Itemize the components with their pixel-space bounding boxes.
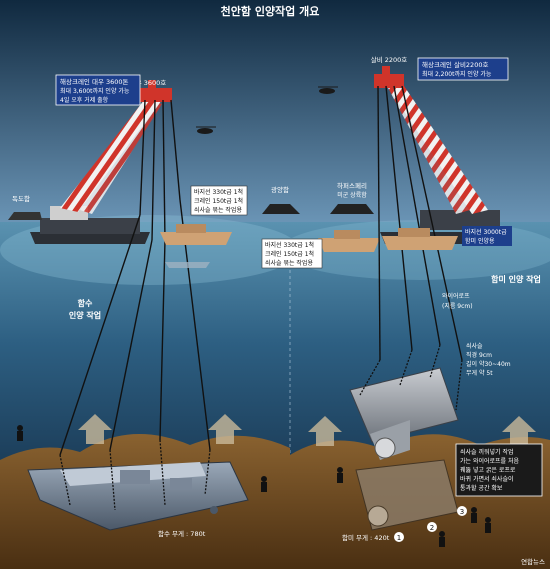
diver-icon <box>261 476 267 492</box>
left-barge-box-line3: 쇠사슬 묶는 작업용 <box>194 206 242 214</box>
left-barge-box-line1: 바지선 330t급 1척 <box>194 188 243 196</box>
stern-section-label: 함미 인양 작업 <box>491 274 541 284</box>
page-title: 천안함 인양작업 개요 <box>221 4 320 18</box>
bow-weight: 함수 무게 : 780t <box>158 529 206 538</box>
right-barge-label-line1: 바지선 3000t급 <box>465 228 507 236</box>
right-crane-box-line1: 해상크레인 살비2200호 <box>422 60 488 69</box>
dokdo-ship <box>8 212 42 220</box>
stern-chains <box>359 344 463 411</box>
diver-icon <box>17 425 23 441</box>
step-marker-2: 2 <box>427 522 437 532</box>
right-barge-label-line2: 함미 인양용 <box>465 237 495 245</box>
center-barge <box>318 230 380 252</box>
bow-chains <box>59 439 211 511</box>
step-3-number: 3 <box>460 508 464 516</box>
left-crane-box-line1: 해상크레인 대우 3600톤 <box>60 77 129 86</box>
left-floating-crane <box>30 80 172 244</box>
helicopter-icon <box>196 126 216 134</box>
harpers-ferry-ship <box>330 204 374 214</box>
diver-icon <box>471 507 477 523</box>
chain-insertion-info-box: 쇠사슬 끼워넣기 작업 가는 와이어로프를 처음 꿰뚫 넣고 굵은 로프로 바뀌… <box>455 443 543 497</box>
wire-rope-label: 와이어로프 <box>442 292 470 300</box>
left-crane-box-line2: 최대 3,600t까지 인양 가능 <box>60 87 130 95</box>
chain-spec-line1: 쇠사슬 <box>466 342 483 350</box>
harpers-ferry-label: 하퍼스페리 <box>337 181 367 190</box>
left-crane-box-line3: 4일 오후 거제 출항 <box>60 96 109 104</box>
step-1-number: 1 <box>397 534 401 542</box>
center-barge-info-box: 바지선 330t급 1척 크레인 150t급 1척 쇠사슬 묶는 작업용 <box>261 238 323 269</box>
diver-icon <box>337 467 343 483</box>
right-crane-name: 살비 2200호 <box>371 55 408 64</box>
bow-section-label-1: 함수 <box>78 298 93 308</box>
chain-spec-line2: 직경 9cm <box>466 352 492 359</box>
info-box-line5: 통과할 공간 확보 <box>460 484 503 492</box>
info-box-line4: 바뀌 가면서 쇠사슬이 <box>460 475 514 483</box>
center-barge-box-line2: 크레인 150t급 1척 <box>265 250 314 258</box>
chain-spec-line4: 무게 약 5t <box>466 369 493 377</box>
gwangyang-label: 광양함 <box>271 185 289 194</box>
bow-section-label-2: 인양 작업 <box>69 310 101 320</box>
stern-hull-upper <box>349 367 459 460</box>
center-barge-box-line1: 바지선 330t급 1척 <box>265 241 314 249</box>
stern-hull-lower <box>355 459 459 531</box>
helicopter-icon <box>318 86 338 94</box>
left-barge-info-box: 바지선 330t급 1척 크레인 150t급 1척 쇠사슬 묶는 작업용 <box>190 185 248 216</box>
left-barge <box>160 224 232 268</box>
right-barge-label: 바지선 3000t급 함미 인양용 <box>462 226 512 246</box>
diver-icon <box>439 531 445 547</box>
right-crane-cables <box>377 85 463 361</box>
bow-hull <box>27 461 249 531</box>
right-crane-info-box: 해상크레인 살비2200호 최대 2,200t까지 인양 가능 <box>417 57 509 81</box>
dokdo-label: 독도함 <box>12 194 30 203</box>
diver-icon <box>485 517 491 533</box>
step-marker-3: 3 <box>457 506 467 516</box>
info-box-line1: 쇠사슬 끼워넣기 작업 <box>460 448 514 456</box>
center-barge-box-line3: 쇠사슬 묶는 작업용 <box>265 259 313 267</box>
chain-spec-label: 쇠사슬 직경 9cm 길이 약30~40m 무게 약 5t <box>466 342 511 377</box>
info-box-line2: 가는 와이어로프를 처음 <box>460 457 519 465</box>
credit-label: 연합뉴스 <box>521 557 545 566</box>
right-crane-box-line2: 최대 2,200t까지 인양 가능 <box>422 70 492 78</box>
wire-rope-sub: (지름 9cm) <box>442 302 473 310</box>
right-barge <box>382 228 458 250</box>
info-box-line3: 꿰뚫 넣고 굵은 로프로 <box>460 466 516 474</box>
left-crane-info-box: 해상크레인 대우 3600톤 최대 3,600t까지 인양 가능 4일 오후 거… <box>55 74 141 106</box>
chain-spec-line3: 길이 약30~40m <box>466 360 511 368</box>
step-2-number: 2 <box>430 524 434 532</box>
left-barge-box-line2: 크레인 150t급 1척 <box>194 197 243 205</box>
step-marker-1: 1 <box>394 532 404 542</box>
left-crane-name: 대우 3600호 <box>130 79 167 87</box>
gwangyang-ship <box>262 204 300 214</box>
lift-arrow-icons <box>78 414 536 446</box>
harpers-ferry-sub: 미군 상륙함 <box>337 191 367 199</box>
stern-weight: 함미 무게 : 420t <box>342 533 390 542</box>
